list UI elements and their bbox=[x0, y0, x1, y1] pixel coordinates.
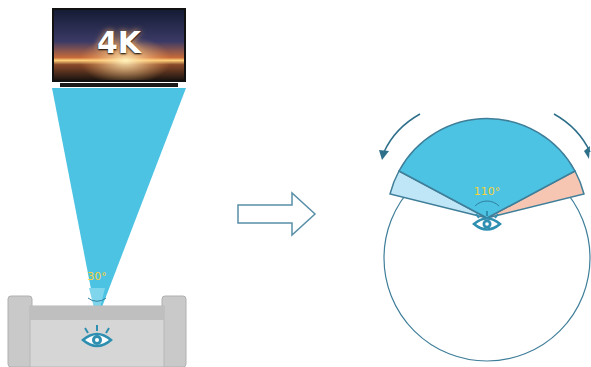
angle-label: 110° bbox=[474, 186, 501, 197]
field-of-view-sector bbox=[399, 118, 575, 218]
tv-frame bbox=[52, 8, 186, 82]
eye-icon bbox=[83, 325, 111, 346]
eye-icon bbox=[474, 211, 500, 230]
tv-screen bbox=[54, 10, 184, 80]
angle-label: 30° bbox=[87, 271, 107, 282]
field-circle bbox=[384, 155, 590, 361]
angle-arc bbox=[475, 201, 499, 206]
arrowhead bbox=[584, 146, 590, 159]
arrowhead bbox=[379, 150, 389, 160]
tv-stand bbox=[60, 83, 178, 87]
sofa bbox=[8, 296, 186, 367]
resolution-text: 4K bbox=[97, 28, 141, 58]
transition-arrow bbox=[238, 193, 315, 235]
angle-arc bbox=[88, 298, 106, 301]
rotation-arrows bbox=[384, 114, 590, 152]
sunset-glow bbox=[54, 10, 184, 80]
viewing-cone bbox=[52, 88, 186, 320]
